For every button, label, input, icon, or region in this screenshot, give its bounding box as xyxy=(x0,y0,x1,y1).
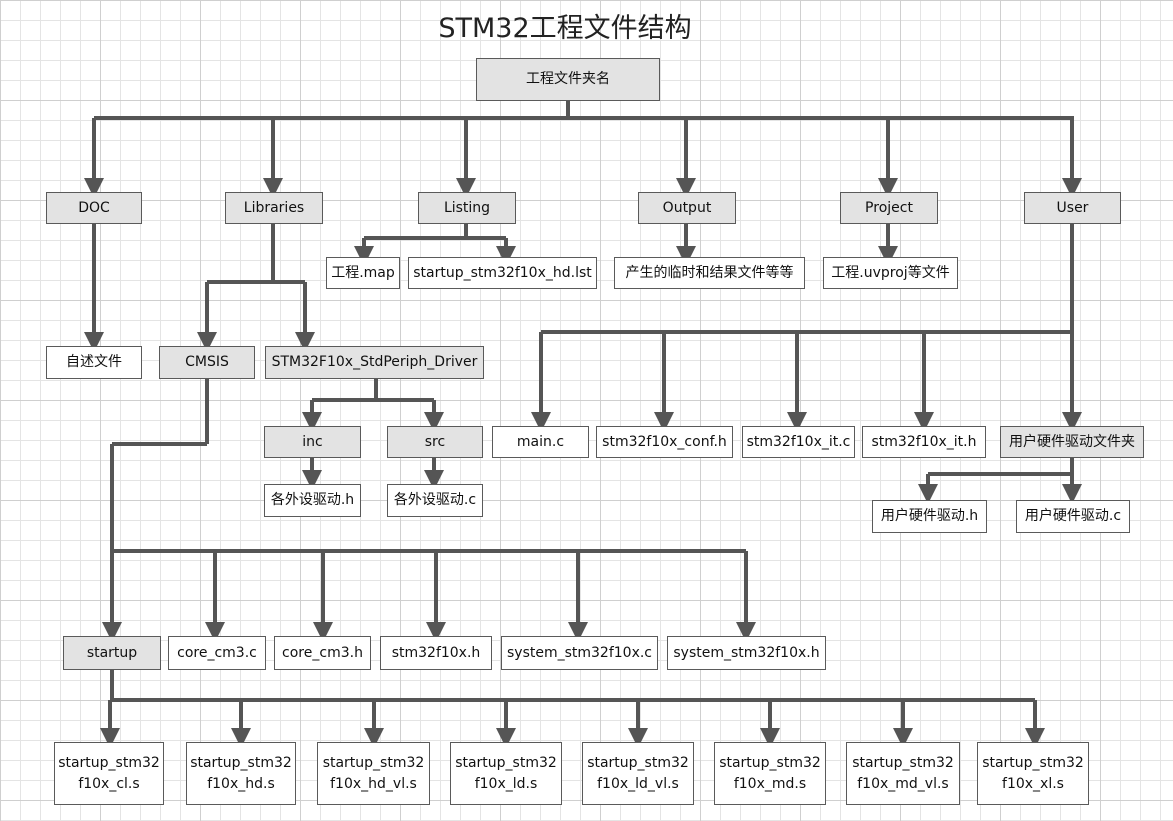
user-driver-header-file-node[interactable]: 用户硬件驱动.h xyxy=(872,500,987,533)
user-folder-node[interactable]: User xyxy=(1024,192,1121,224)
core-cm3-c-file-node[interactable]: core_cm3.c xyxy=(168,636,266,670)
user-driver-source-file-node[interactable]: 用户硬件驱动.c xyxy=(1016,500,1130,533)
startup-ld-file-node[interactable]: startup_stm32 f10x_ld.s xyxy=(450,742,562,805)
user-driver-folder-node[interactable]: 用户硬件驱动文件夹 xyxy=(1000,426,1144,458)
startup-xl-file-node[interactable]: startup_stm32 f10x_xl.s xyxy=(977,742,1089,805)
project-folder-node[interactable]: Project xyxy=(840,192,938,224)
startup-md-vl-file-node[interactable]: startup_stm32 f10x_md_vl.s xyxy=(846,742,960,805)
listing-folder-node[interactable]: Listing xyxy=(418,192,516,224)
doc-folder-node[interactable]: DOC xyxy=(46,192,142,224)
peripheral-header-file-node[interactable]: 各外设驱动.h xyxy=(264,484,361,517)
diagram-title: STM32工程文件结构 xyxy=(438,13,692,44)
conf-h-file-node[interactable]: stm32f10x_conf.h xyxy=(596,426,733,458)
system-stm32f10x-c-file-node[interactable]: system_stm32f10x.c xyxy=(501,636,658,670)
core-cm3-h-file-node[interactable]: core_cm3.h xyxy=(274,636,371,670)
startup-ld-vl-file-node[interactable]: startup_stm32 f10x_ld_vl.s xyxy=(582,742,694,805)
peripheral-source-file-node[interactable]: 各外设驱动.c xyxy=(387,484,483,517)
startup-folder-node[interactable]: startup xyxy=(63,636,161,670)
startup-md-file-node[interactable]: startup_stm32 f10x_md.s xyxy=(714,742,826,805)
stm32f10x-h-file-node[interactable]: stm32f10x.h xyxy=(380,636,492,670)
output-files-node[interactable]: 产生的临时和结果文件等等 xyxy=(614,257,805,289)
it-h-file-node[interactable]: stm32f10x_it.h xyxy=(862,426,986,458)
cmsis-folder-node[interactable]: CMSIS xyxy=(159,346,255,379)
startup-hd-vl-file-node[interactable]: startup_stm32 f10x_hd_vl.s xyxy=(317,742,430,805)
map-file-node[interactable]: 工程.map xyxy=(326,257,400,289)
project-files-node[interactable]: 工程.uvproj等文件 xyxy=(823,257,958,289)
libraries-folder-node[interactable]: Libraries xyxy=(225,192,323,224)
src-folder-node[interactable]: src xyxy=(387,426,483,458)
startup-cl-file-node[interactable]: startup_stm32 f10x_cl.s xyxy=(54,742,164,805)
inc-folder-node[interactable]: inc xyxy=(264,426,361,458)
lst-file-node[interactable]: startup_stm32f10x_hd.lst xyxy=(408,257,597,289)
system-stm32f10x-h-file-node[interactable]: system_stm32f10x.h xyxy=(667,636,826,670)
output-folder-node[interactable]: Output xyxy=(638,192,736,224)
readme-file-node[interactable]: 自述文件 xyxy=(46,346,142,379)
it-c-file-node[interactable]: stm32f10x_it.c xyxy=(742,426,855,458)
startup-hd-file-node[interactable]: startup_stm32 f10x_hd.s xyxy=(186,742,296,805)
stdperiph-driver-folder-node[interactable]: STM32F10x_StdPeriph_Driver xyxy=(265,346,484,379)
root-folder-node[interactable]: 工程文件夹名 xyxy=(476,58,660,101)
main-c-file-node[interactable]: main.c xyxy=(492,426,589,458)
